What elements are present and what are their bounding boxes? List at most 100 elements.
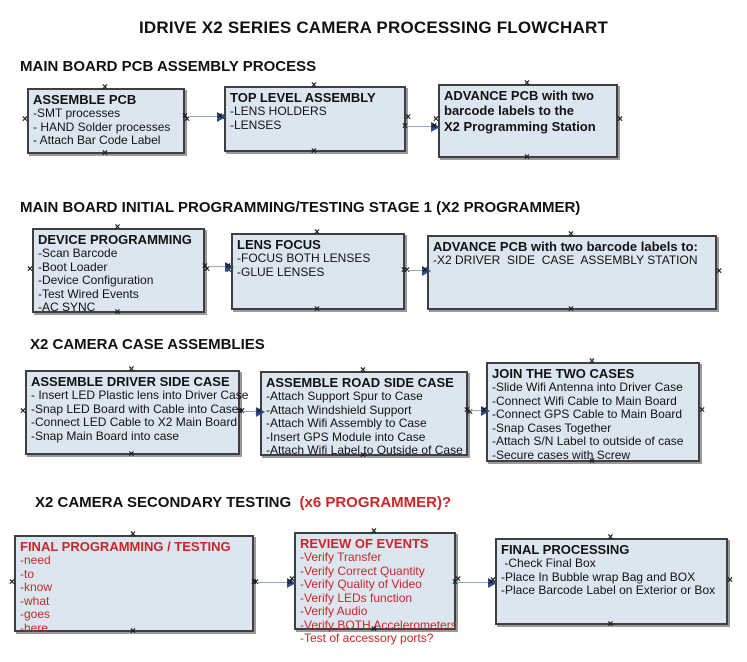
box-line: -Connect GPS Cable to Main Board [492, 407, 683, 422]
box-line: -Verify Quality of Video [300, 577, 422, 592]
box-title: ADVANCE PCB with two barcode labels to t… [444, 88, 596, 134]
box-line: -Verify Audio [300, 604, 368, 619]
box-line: - Attach Bar Code Label [33, 133, 161, 148]
box-line: -goes [20, 607, 51, 622]
anchor-x-icon: × [130, 529, 136, 540]
box-final-programming-testing[interactable]: × × × × FINAL PROGRAMMING / TESTING -nee… [9, 530, 259, 637]
anchor-x-icon: × [102, 82, 108, 93]
box-line: -Attach Wifi Label to Outside of Case [266, 443, 463, 458]
heading-red-part: (x6 PROGRAMMER)? [295, 494, 452, 511]
anchor-x-icon: × [204, 263, 210, 275]
box-line: -Verify LEDs function [300, 590, 413, 605]
connector-arrow[interactable]: × × [402, 121, 440, 133]
anchor-x-icon: × [314, 227, 320, 238]
anchor-x-icon: × [9, 576, 15, 588]
box-line: -know [20, 580, 53, 595]
box-device-programming[interactable]: × × × × DEVICE PROGRAMMING -Scan Barcode… [27, 223, 210, 318]
box-line: -Attach Windshield Support [266, 402, 412, 417]
arrowhead-icon [256, 407, 265, 417]
anchor-x-icon: × [311, 146, 317, 157]
anchor-x-icon: × [488, 577, 494, 588]
box-line: -need [20, 553, 51, 568]
anchor-x-icon: × [314, 304, 320, 315]
anchor-x-icon: × [27, 263, 33, 275]
box-line: -AC SYNC [38, 300, 96, 315]
box-assemble-road-side-case[interactable]: × × × × ASSEMBLE ROAD SIDE CASE -Attach … [255, 366, 473, 461]
anchor-x-icon: × [253, 577, 259, 588]
anchor-x-icon: × [114, 307, 121, 318]
anchor-x-icon: × [402, 121, 408, 132]
box-assemble-driver-side-case[interactable]: × × × × ASSEMBLE DRIVER SIDE CASE - Inse… [20, 365, 249, 460]
box-assemble-pcb[interactable]: × × × × ASSEMBLE PCB -SMT processes - HA… [22, 83, 190, 159]
anchor-x-icon: × [431, 121, 437, 132]
box-line: -Snap Cases Together [492, 420, 612, 435]
box-line: - HAND Solder processes [33, 119, 171, 134]
arrowhead-icon [422, 266, 431, 276]
arrowhead-icon [488, 578, 497, 588]
anchor-x-icon: × [433, 114, 439, 125]
arrowhead-icon [217, 112, 226, 122]
connector-arrow[interactable]: × × [401, 265, 431, 277]
anchor-x-icon: × [617, 114, 623, 125]
box-advance-pcb-driver-side-station[interactable]: × × × × ADVANCE PCB with two barcode lab… [422, 230, 722, 315]
box-line: -Snap LED Board with Cable into Case [31, 401, 239, 416]
box-line: -SMT processes [33, 106, 121, 121]
box-line: -here [20, 620, 49, 635]
arrowhead-icon [481, 406, 490, 416]
anchor-x-icon: × [114, 222, 121, 233]
box-line: -Test Wired Events [38, 286, 139, 301]
arrowhead-icon [287, 578, 296, 588]
box-line: -Insert GPS Module into Case [266, 429, 426, 444]
anchor-x-icon: × [607, 532, 614, 543]
box-line: -X2 DRIVER SIDE CASE ASSEMBLY STATION [433, 253, 698, 268]
arrowhead-icon [225, 262, 234, 272]
anchor-x-icon: × [128, 449, 135, 460]
connector-line [407, 270, 423, 271]
anchor-x-icon: × [130, 626, 136, 637]
box-advance-pcb-programming-station[interactable]: × × × × ADVANCE PCB with two barcode lab… [433, 79, 623, 163]
box-final-processing[interactable]: × × × × FINAL PROCESSING -Check Final Bo… [490, 533, 733, 630]
connector-arrow[interactable]: × × [182, 111, 226, 123]
box-line: -Verify Transfer [300, 550, 382, 565]
anchor-x-icon: × [589, 456, 595, 467]
box-join-the-two-cases[interactable]: × × × × JOIN THE TWO CASES -Slide Wifi A… [481, 357, 705, 467]
anchor-x-icon: × [524, 78, 530, 89]
connector-arrow[interactable]: × × [202, 261, 234, 273]
box-line: -Place Barcode Label on Exterior or Box [501, 583, 716, 598]
connector-arrow[interactable]: × × [452, 577, 497, 589]
anchor-x-icon: × [568, 304, 574, 315]
box-line: -Connect Wifi Cable to Main Board [492, 393, 677, 408]
anchor-x-icon: × [251, 577, 257, 588]
anchor-x-icon: × [422, 265, 428, 276]
box-line: -Check Final Box [501, 556, 596, 571]
connector-arrow[interactable]: × × [237, 406, 265, 418]
connector-line [470, 410, 482, 411]
box-title: DEVICE PROGRAMMING [38, 232, 192, 247]
anchor-x-icon: × [452, 577, 458, 588]
connector-arrow[interactable]: × × [464, 405, 490, 417]
anchor-x-icon: × [405, 112, 411, 123]
anchor-x-icon: × [239, 406, 245, 417]
anchor-x-icon: × [467, 406, 473, 418]
anchor-x-icon: × [184, 114, 190, 125]
box-line: -Connect LED Cable to X2 Main Board [31, 415, 238, 430]
anchor-x-icon: × [20, 405, 26, 417]
box-line: -GLUE LENSES [237, 264, 325, 279]
anchor-x-icon: × [22, 114, 28, 125]
box-title: ASSEMBLE DRIVER SIDE CASE [31, 374, 230, 389]
box-review-of-events[interactable]: × × × × REVIEW OF EVENTS -Verify Transfe… [289, 527, 461, 645]
anchor-x-icon: × [202, 261, 208, 272]
box-top-level-assembly[interactable]: × × × × TOP LEVEL ASSEMBLY -LENS HOLDERS… [219, 81, 411, 157]
connector-arrow[interactable]: × × [251, 577, 296, 589]
box-title: FINAL PROCESSING [501, 542, 630, 557]
anchor-x-icon: × [727, 574, 733, 586]
section-heading-pcb-assembly: MAIN BOARD PCB ASSEMBLY PROCESS [20, 58, 317, 75]
anchor-x-icon: × [568, 229, 574, 240]
box-lens-focus[interactable]: × × × × LENS FOCUS -FOCUS BOTH LENSES -G… [226, 228, 410, 315]
anchor-x-icon: × [371, 624, 377, 635]
box-line: -Verify Correct Quantity [300, 563, 425, 578]
box-line: - Insert LED Plastic lens into Driver Ca… [31, 388, 249, 403]
box-line: -Test of accessory ports? [300, 630, 434, 645]
connector-line [257, 582, 288, 583]
